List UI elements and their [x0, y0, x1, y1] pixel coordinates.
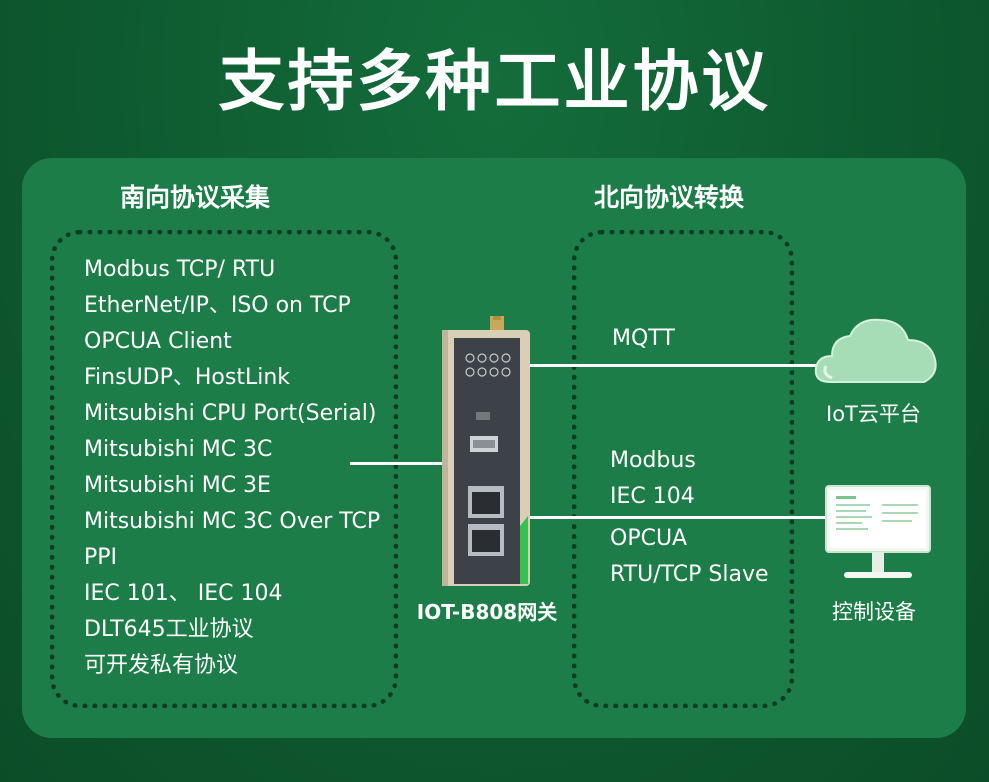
page-title: 支持多种工业协议	[218, 43, 771, 120]
cloud-icon	[814, 318, 937, 383]
monitor-icon	[825, 485, 931, 578]
list-item: IEC 101、 IEC 104	[84, 581, 283, 606]
north-mqtt-label: MQTT	[612, 326, 675, 351]
list-item: Mitsubishi MC 3E	[84, 473, 271, 498]
list-item: DLT645工业协议	[84, 617, 254, 642]
mqtt-connector-line	[528, 364, 818, 367]
list-item: Mitsubishi CPU Port(Serial)	[84, 401, 377, 426]
list-item: 可开发私有协议	[84, 653, 239, 678]
south-protocol-box	[50, 230, 398, 708]
list-item: OPCUA Client	[84, 329, 232, 354]
south-heading: 南向协议采集	[120, 183, 271, 212]
south-connector-line	[350, 462, 448, 465]
south-protocol-list: Modbus TCP/ RTU EtherNet/IP、ISO on TCP O…	[84, 252, 380, 684]
cloud-platform-label: IoT云平台	[826, 402, 921, 426]
list-item: FinsUDP、HostLink	[84, 365, 291, 390]
north-protocol-box	[572, 230, 794, 708]
north-opcua-label: OPCUA	[610, 526, 688, 551]
control-connector-line	[528, 516, 828, 519]
list-item: Modbus TCP/ RTU	[84, 257, 276, 282]
control-device-label: 控制设备	[832, 600, 916, 624]
north-heading: 北向协议转换	[594, 183, 745, 212]
list-item: EtherNet/IP、ISO on TCP	[84, 293, 351, 318]
gateway-device-icon	[442, 316, 530, 586]
north-iec104-label: IEC 104	[610, 484, 695, 509]
list-item: PPI	[84, 545, 118, 570]
north-rtu-tcp-slave-label: RTU/TCP Slave	[610, 562, 769, 587]
list-item: Mitsubishi MC 3C	[84, 437, 273, 462]
gateway-device-label: IOT-B808网关	[416, 600, 558, 624]
list-item: Mitsubishi MC 3C Over TCP	[84, 509, 381, 534]
north-modbus-label: Modbus	[610, 448, 696, 473]
